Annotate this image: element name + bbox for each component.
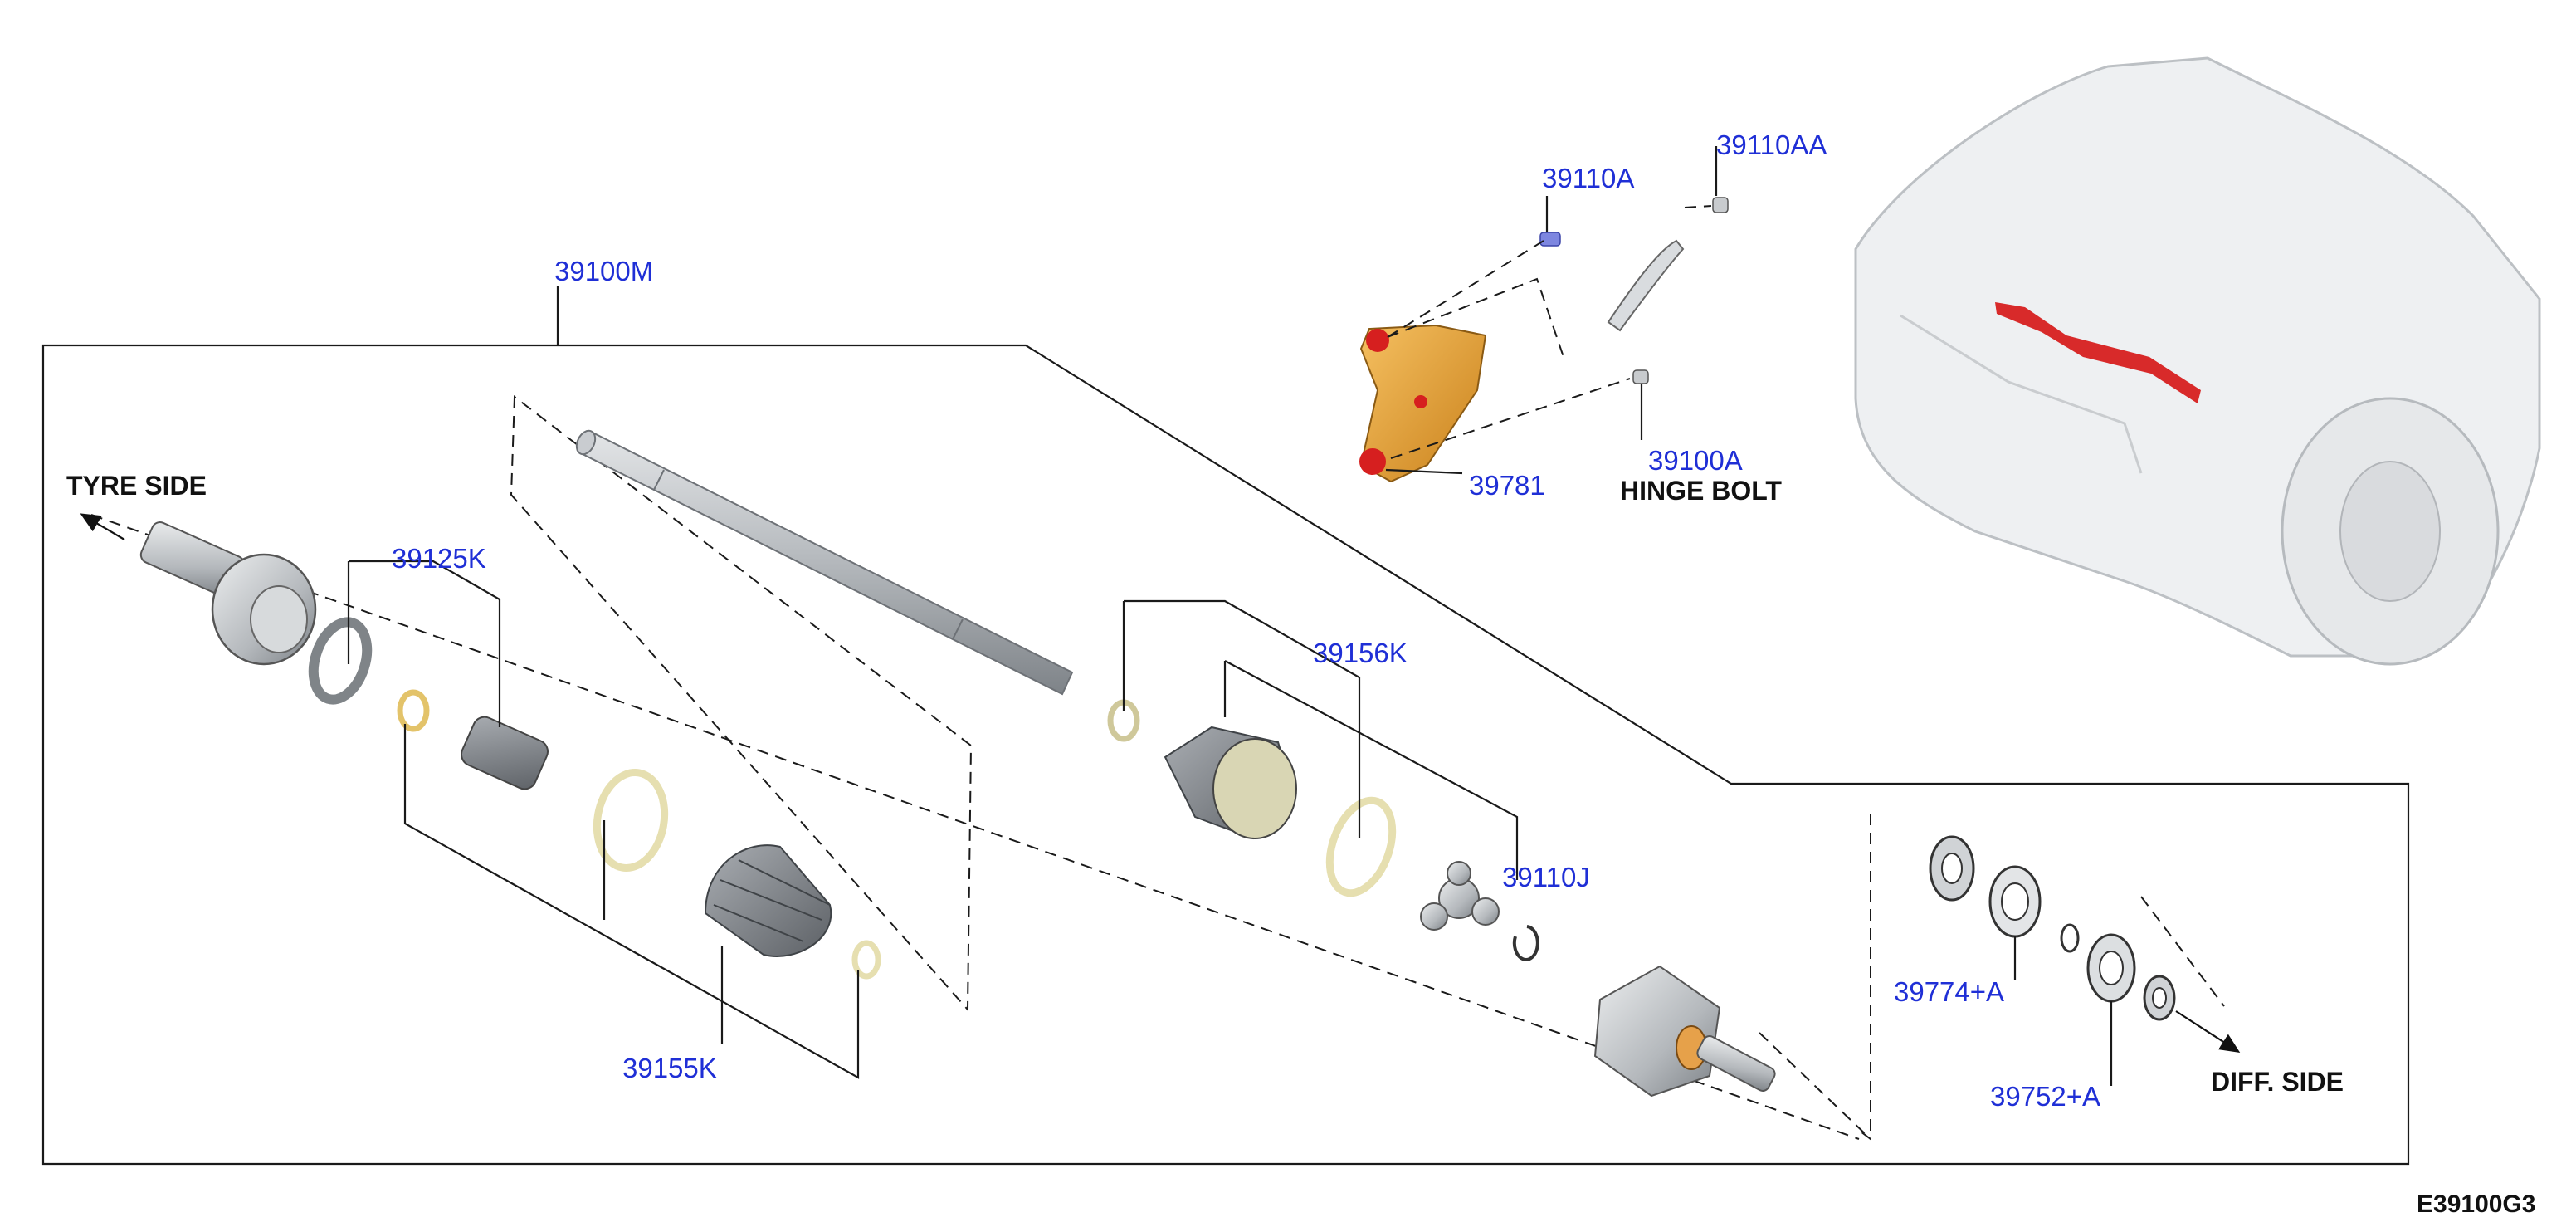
- part-no-39125K[interactable]: 39125K: [392, 543, 486, 574]
- part-no-39781[interactable]: 39781: [1469, 470, 1545, 501]
- hinge-bolt-caption: HINGE BOLT: [1620, 476, 1782, 506]
- part-no-39110J[interactable]: 39110J: [1502, 862, 1590, 892]
- tyre-side-caption: TYRE SIDE: [66, 471, 207, 501]
- diff-bearing-2: [2086, 933, 2136, 1003]
- part-no-39774A[interactable]: 39774+A: [1894, 976, 2004, 1007]
- leader-39155K: [403, 724, 860, 1079]
- part-no-39100M[interactable]: 39100M: [554, 256, 653, 286]
- part-no-39156K[interactable]: 39156K: [1313, 638, 1408, 668]
- bolt-39110AA: [1712, 197, 1729, 213]
- diff-seal-2: [2143, 975, 2176, 1021]
- inner-large-band: [1325, 796, 1397, 897]
- shaft-dashed-box: [510, 395, 973, 1012]
- outer-cv-joint: [139, 521, 317, 666]
- tyre-side-arrow: [80, 513, 125, 540]
- small-band-outer: [397, 689, 430, 732]
- tripod-joint: [1420, 861, 1500, 931]
- part-no-39100A[interactable]: 39100A: [1648, 445, 1743, 476]
- bracket-dashes: [1387, 205, 1712, 459]
- inner-joint-dashed: [1759, 1032, 1871, 1140]
- vehicle-illustration: [1854, 56, 2541, 666]
- outer-boot: [704, 844, 832, 957]
- leader-39781: [1385, 468, 1463, 475]
- parts-axis: [90, 514, 2225, 1140]
- hinge-bolt: [1632, 369, 1649, 384]
- heat-shield: [1607, 239, 1685, 332]
- assembly-frame: [41, 344, 2410, 1166]
- small-band-boot: [851, 940, 881, 980]
- part-no-39110A[interactable]: 39110A: [1542, 163, 1634, 193]
- leader-39156K: [1122, 599, 1361, 838]
- bracket-39781: [1359, 324, 1487, 483]
- bolt-39110A: [1539, 232, 1561, 247]
- diff-side-arrow: [2175, 1010, 2241, 1053]
- leader-39110J: [1224, 660, 1519, 880]
- part-no-39752A[interactable]: 39752+A: [1990, 1081, 2100, 1112]
- diff-ring-small: [2060, 923, 2080, 953]
- reference-code: E39100G3: [2417, 1190, 2535, 1218]
- part-no-39155K[interactable]: 39155K: [622, 1053, 717, 1083]
- diff-dashed-box: [1856, 814, 1871, 1141]
- diff-bearing-1: [1988, 865, 2042, 938]
- outer-clamp-ring: [308, 617, 373, 705]
- diff-side-caption: DIFF. SIDE: [2211, 1067, 2344, 1097]
- inner-race: [461, 716, 549, 790]
- snap-ring: [1512, 925, 1539, 961]
- part-no-39110AA[interactable]: 39110AA: [1716, 130, 1827, 160]
- drive-shaft: [575, 429, 1074, 696]
- diff-seal-1: [1929, 835, 1975, 902]
- inner-boot: [1164, 726, 1297, 840]
- inner-joint-housing: [1593, 965, 1776, 1098]
- leader-39125K: [347, 560, 501, 727]
- large-band-outer: [593, 768, 669, 873]
